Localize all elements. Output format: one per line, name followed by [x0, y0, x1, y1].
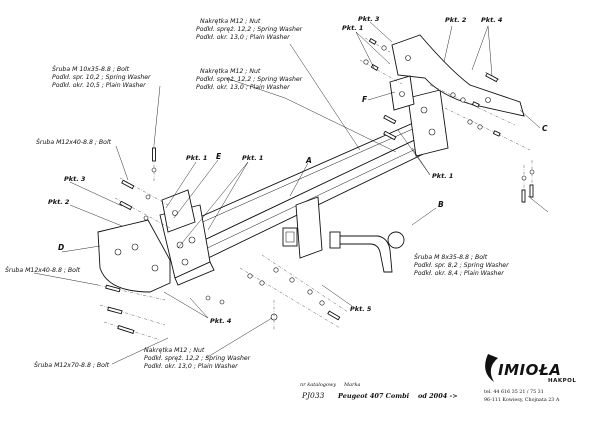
vehicle-model: Peugeot 407 Combi — [337, 392, 410, 400]
pkt1-right-label: Pkt. 1 — [432, 172, 453, 180]
label-nut-mid-3: Podkł. okr. 13,0 ; Plain Washer — [196, 84, 290, 91]
label-bolt12-40a: Śruba M12x40-8.8 ; Bolt — [36, 137, 112, 146]
tow-ball-B — [329, 231, 405, 273]
label-nut-bot-2: Podkł. spręż. 12,2 ; Spring Washer — [144, 355, 251, 362]
label-nut-bot-1: Nakrętka M12 ; Nut — [144, 346, 205, 354]
letter-D: D — [58, 243, 64, 252]
pkt1-mid-b-label: Pkt. 1 — [242, 154, 263, 162]
label-bolt8-2: Podkł. spr. 8,2 ; Spring Washer — [414, 262, 509, 269]
letter-B: B — [438, 200, 444, 209]
pkt4-top-label: Pkt. 4 — [481, 16, 503, 24]
right-upper-bracket-F — [389, 75, 415, 111]
brand-logo-swoosh — [485, 354, 498, 382]
pkt1-mid-a-label: Pkt. 1 — [186, 154, 207, 162]
label-nut-top-3: Podkł. okr. 13,0 ; Plain Washer — [196, 34, 290, 41]
point-labels: Pkt. 1 Pkt. 3 Pkt. 2 Pkt. 4 Pkt. 1 Pkt. … — [48, 15, 503, 325]
label-bolt12-40b: Śruba M12x40-8.8 ; Bolt — [5, 265, 81, 274]
socket-plate — [282, 196, 323, 259]
fasteners — [97, 37, 535, 341]
make-label: Marka — [343, 382, 361, 388]
part-labels: Nakrętka M12 ; Nut Podkł. spręż. 12,2 ; … — [5, 17, 509, 370]
label-bolt8-3: Podkł. okr. 8,4 ; Plain Washer — [414, 270, 504, 277]
letter-C: C — [542, 124, 548, 133]
label-nut-mid-1: Nakrętka M12 ; Nut — [200, 67, 261, 75]
right-mounting-plate — [407, 89, 449, 157]
company-address: 96-111 Kowiesy, Chojnata 23 A — [484, 397, 560, 403]
right-bracket-C — [391, 34, 525, 117]
brand-block: IMIOŁA HAKPOL tel. 44 616 35 21 / 75 31 … — [484, 354, 576, 403]
pkt3-left-label: Pkt. 3 — [64, 175, 86, 183]
leader-lines — [33, 21, 549, 365]
label-nut-mid-2: Podkł. spręż. 12,2 ; Spring Washer — [196, 76, 303, 83]
pkt2-top-label: Pkt. 2 — [445, 16, 467, 24]
label-bolt8-1: Śruba M 8x35-8.8 ; Bolt — [414, 252, 488, 261]
label-bolt12-70: Śruba M12x70-8.8 ; Bolt — [34, 360, 110, 369]
crossbar-A — [174, 119, 443, 263]
label-nut-bot-3: Podkł. okr. 13,0 ; Plain Washer — [144, 363, 238, 370]
pkt5-label: Pkt. 5 — [350, 305, 372, 313]
model-years: od 2004 -> — [418, 392, 458, 400]
letter-A: A — [305, 156, 312, 165]
letter-F: F — [362, 95, 368, 104]
pkt1-top-label: Pkt. 1 — [342, 24, 363, 32]
pkt3-top-label: Pkt. 3 — [358, 15, 380, 23]
letter-E: E — [216, 152, 222, 161]
brand-subtitle: HAKPOL — [548, 378, 576, 384]
left-bracket-D — [97, 219, 171, 293]
catalog-number-label: nr katalogowy — [300, 382, 336, 388]
footer-info: nr katalogowy PJ033 Marka Peugeot 407 Co… — [300, 382, 458, 400]
catalog-code: PJ033 — [301, 391, 325, 400]
label-bolt10-2: Podkł. spr. 10,2 ; Spring Washer — [52, 74, 151, 81]
pkt4-bot-label: Pkt. 4 — [210, 317, 232, 325]
pkt2-left-label: Pkt. 2 — [48, 198, 70, 206]
brand-name: IMIOŁA — [498, 361, 561, 379]
label-nut-top-2: Podkł. spręż. 12,2 ; Spring Washer — [196, 26, 303, 33]
part-letters: A B C D E F — [58, 95, 548, 252]
label-bolt10-3: Podkł. okr. 10,5 ; Plain Washer — [52, 82, 146, 89]
label-bolt10-1: Śruba M 10x35-8.8 ; Bolt — [52, 64, 130, 73]
company-phone: tel. 44 616 35 21 / 75 31 — [484, 389, 544, 395]
left-upper-bracket-E — [161, 189, 196, 233]
label-nut-top-1: Nakrętka M12 ; Nut — [200, 17, 261, 25]
